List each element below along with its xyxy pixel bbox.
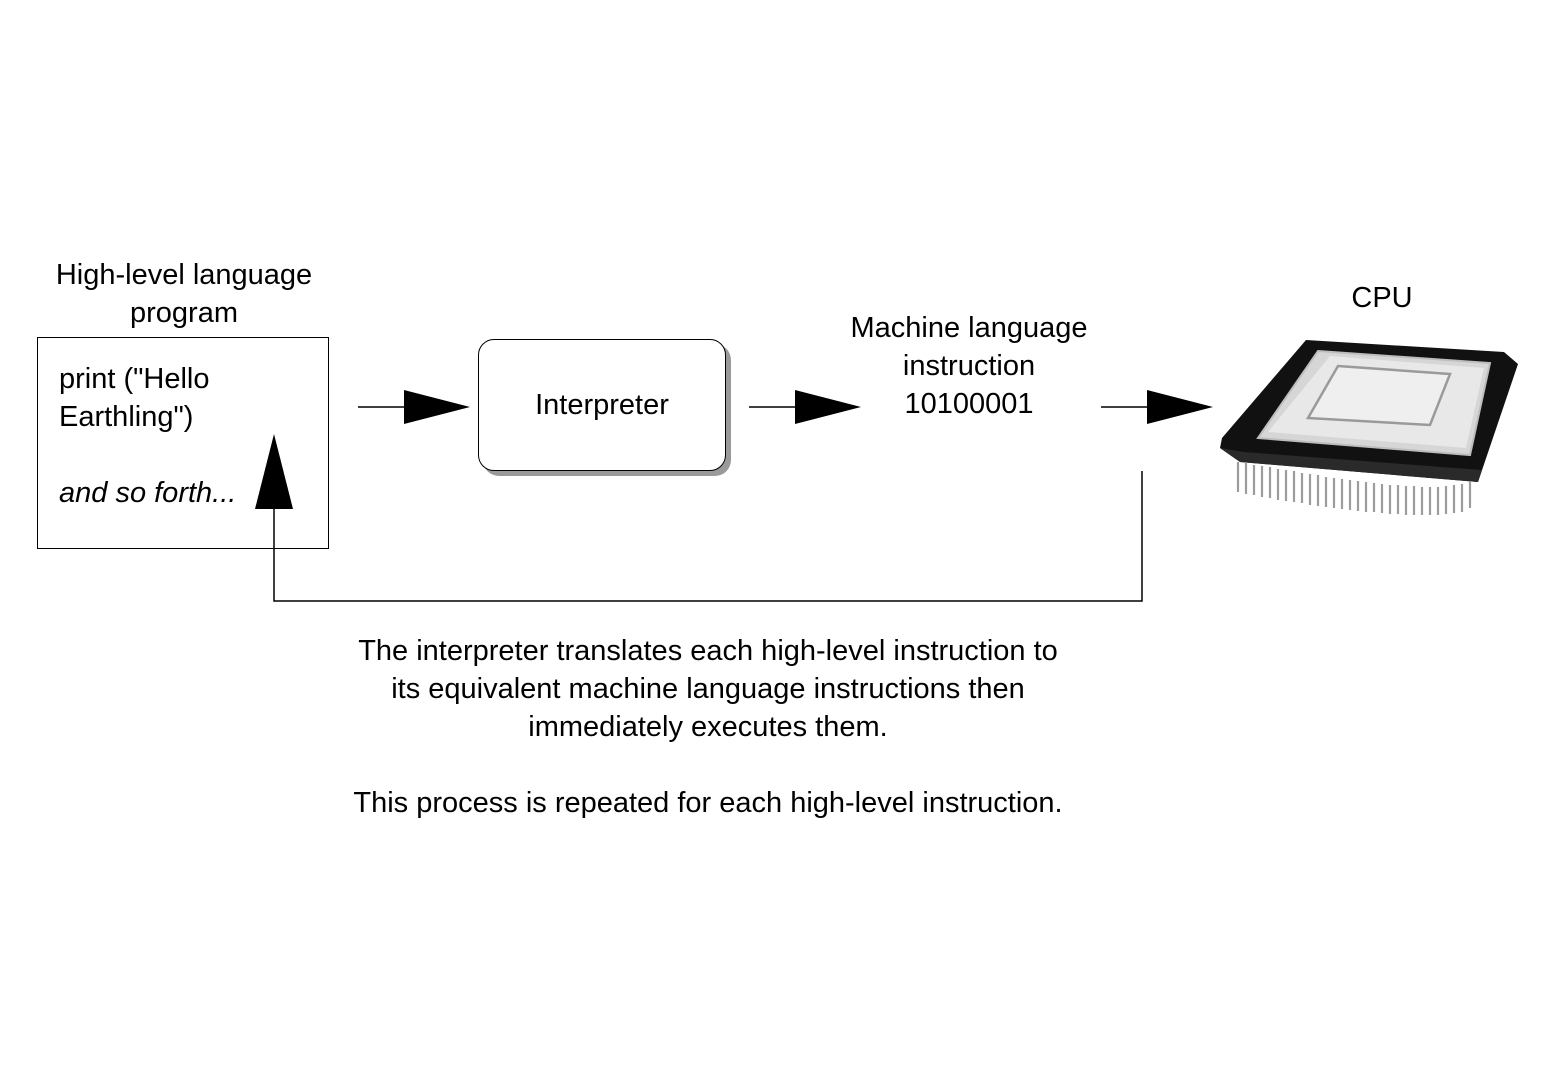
interpreter-box: Interpreter — [478, 339, 726, 471]
cpu-label: CPU — [1351, 282, 1413, 314]
caption-line3: immediately executes them. — [528, 711, 888, 743]
program-title: High-level language program — [34, 256, 334, 332]
loop-back-arrow — [255, 434, 1143, 602]
program-title-line1: High-level language — [55, 259, 313, 291]
cpu-chip-icon — [1220, 340, 1518, 515]
machine-title-line1: Machine language — [850, 312, 1088, 344]
program-box — [37, 337, 329, 549]
program-code: print ("Hello Earthling") — [59, 360, 210, 436]
program-code-line2: Earthling") — [59, 401, 194, 433]
caption: The interpreter translates each high-lev… — [258, 632, 1158, 822]
machine-title-line2: instruction — [902, 350, 1036, 382]
interpreter-label: Interpreter — [535, 389, 669, 421]
arrow-interpreter-to-machine — [749, 390, 861, 424]
arrow-program-to-interpreter — [358, 390, 470, 424]
program-title-line2: program — [130, 297, 238, 329]
machine-code: 10100001 — [904, 388, 1034, 420]
program-code-line1: print ("Hello — [59, 363, 210, 395]
cpu-pins — [1236, 462, 1472, 515]
caption-line2: its equivalent machine language instruct… — [391, 673, 1025, 705]
caption-line1: The interpreter translates each high-lev… — [358, 635, 1058, 667]
cpu-core — [1305, 364, 1452, 427]
program-more-text: and so forth... — [59, 477, 237, 509]
machine-language-block: Machine language instruction 10100001 — [819, 309, 1119, 423]
arrow-machine-to-cpu — [1101, 390, 1213, 424]
caption-line4: This process is repeated for each high-l… — [353, 787, 1063, 819]
